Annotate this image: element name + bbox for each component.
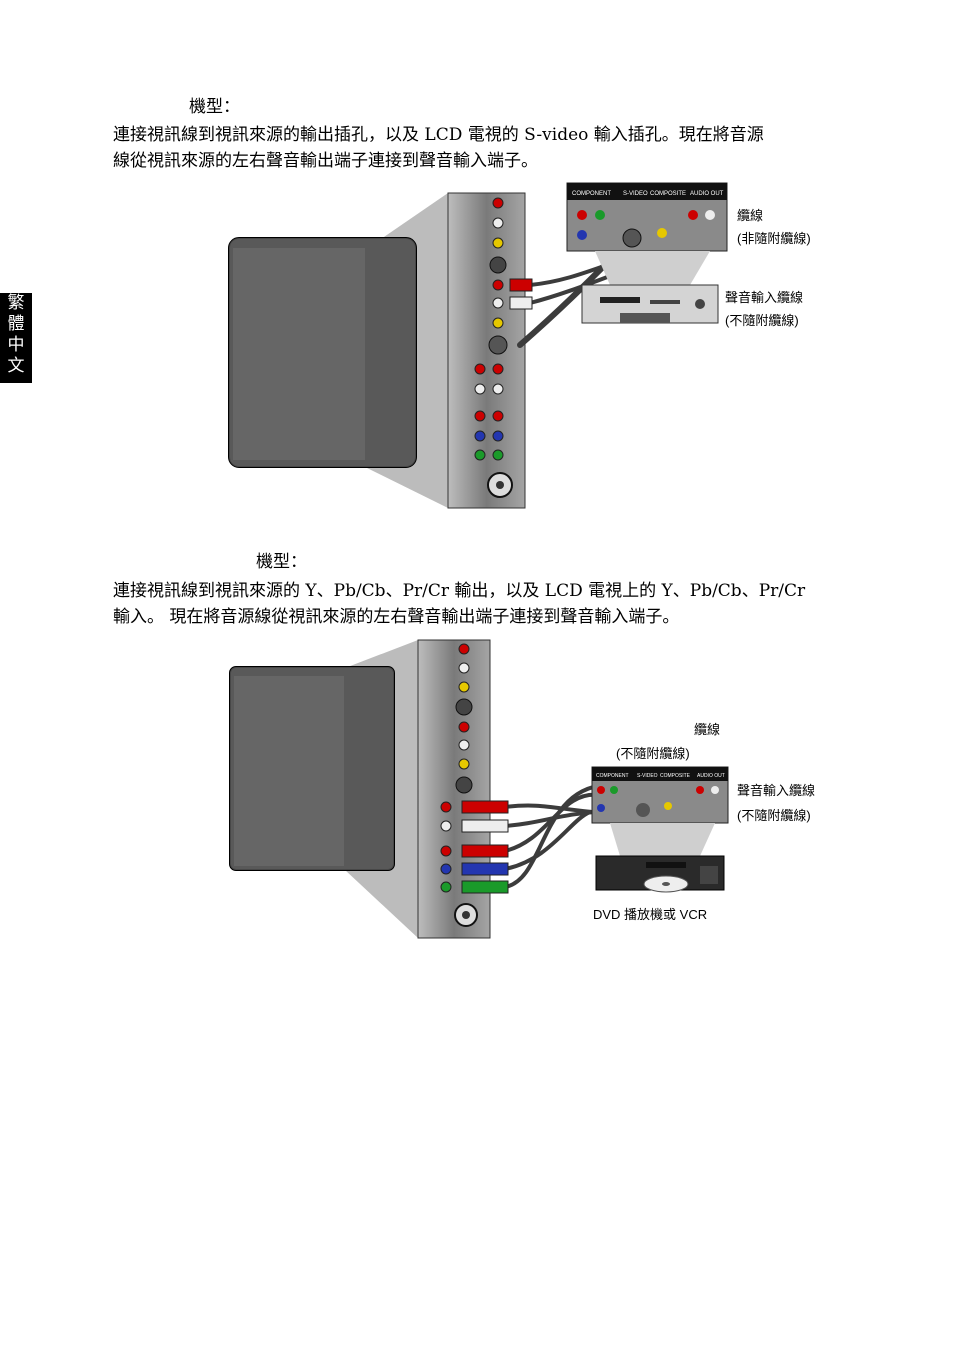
section2-heading: 機型： xyxy=(256,552,307,572)
section2-audio-cable-label: 聲音輸入纜線 xyxy=(737,783,816,798)
section2-para-line: 輸入。 現在將音源線從視訊來源的左右聲音輸出端子連接到聲音輸入端子。 xyxy=(113,607,680,627)
jack-strip-ports xyxy=(474,197,513,498)
svideo-connection-diagram: COMPONENT S-VIDEO COMPOSITE AUDIO OUT xyxy=(228,182,728,509)
panel-header-component: COMPONENT xyxy=(572,191,611,197)
section1-audio-cable-label: 聲音輸入纜線 xyxy=(725,290,804,305)
av-output-panel: COMPONENT S-VIDEO COMPOSITE AUDIO OUT xyxy=(566,182,728,252)
panel-header-composite: COMPOSITE xyxy=(660,773,691,779)
side-tab-char: 體 xyxy=(7,314,25,334)
tv-back-panel xyxy=(229,666,395,871)
section2-para-line: 連接視訊線到視訊來源的 Y、Pb/Cb、Pr/Cr 輸出，以及 LCD 電視上的… xyxy=(113,581,806,601)
jack-strip xyxy=(447,192,526,509)
panel-header-audio-out: AUDIO OUT xyxy=(697,773,725,779)
vcr-device xyxy=(581,284,719,324)
tv-back-panel xyxy=(228,237,417,468)
section1-heading: 機型： xyxy=(189,97,240,117)
section1-audio-cable-note: (不隨附纜線) xyxy=(725,313,799,328)
section1-cable-note: (非隨附纜線) xyxy=(737,231,811,246)
player-zoom-cone xyxy=(610,823,715,856)
panel-header-composite: COMPOSITE xyxy=(650,191,686,197)
side-tab-char: 繁 xyxy=(7,293,25,313)
section1-para-line: 線從視訊來源的左右聲音輸出端子連接到聲音輸入端子。 xyxy=(113,151,538,171)
panel-header-component: COMPONENT xyxy=(596,773,629,779)
dvd-player-device xyxy=(595,855,725,893)
language-side-tab: 繁 體 中 文 xyxy=(0,293,32,383)
section1-cable-label: 纜線 xyxy=(737,208,764,223)
player-zoom-cone xyxy=(595,251,710,285)
section1-para-line: 連接視訊線到視訊來源的輸出插孔，以及 LCD 電視的 S-video 輸入插孔。… xyxy=(113,125,764,145)
section2-audio-cable-note: (不隨附纜線) xyxy=(737,808,811,823)
section1-paragraph: 連接視訊線到視訊來源的輸出插孔，以及 LCD 電視的 S-video 輸入插孔。… xyxy=(113,122,853,174)
jack-strip-ports xyxy=(440,643,478,927)
panel-header-svideo: S-VIDEO xyxy=(623,191,648,197)
component-connection-diagram: COMPONENT S-VIDEO COMPOSITE AUDIO OUT xyxy=(229,639,729,939)
panel-header-svideo: S-VIDEO xyxy=(637,773,658,779)
dvd-vcr-label: DVD 播放機或 VCR xyxy=(593,907,708,922)
av-output-panel: COMPONENT S-VIDEO COMPOSITE AUDIO OUT xyxy=(591,766,729,824)
side-tab-char: 文 xyxy=(7,356,25,376)
section2-paragraph: 連接視訊線到視訊來源的 Y、Pb/Cb、Pr/Cr 輸出，以及 LCD 電視上的… xyxy=(113,578,853,630)
side-tab-char: 中 xyxy=(7,335,25,355)
section2-cable-label: 纜線 xyxy=(694,722,721,737)
panel-header-audio-out: AUDIO OUT xyxy=(690,191,724,197)
section2-cable-note: (不隨附纜線) xyxy=(616,746,690,761)
